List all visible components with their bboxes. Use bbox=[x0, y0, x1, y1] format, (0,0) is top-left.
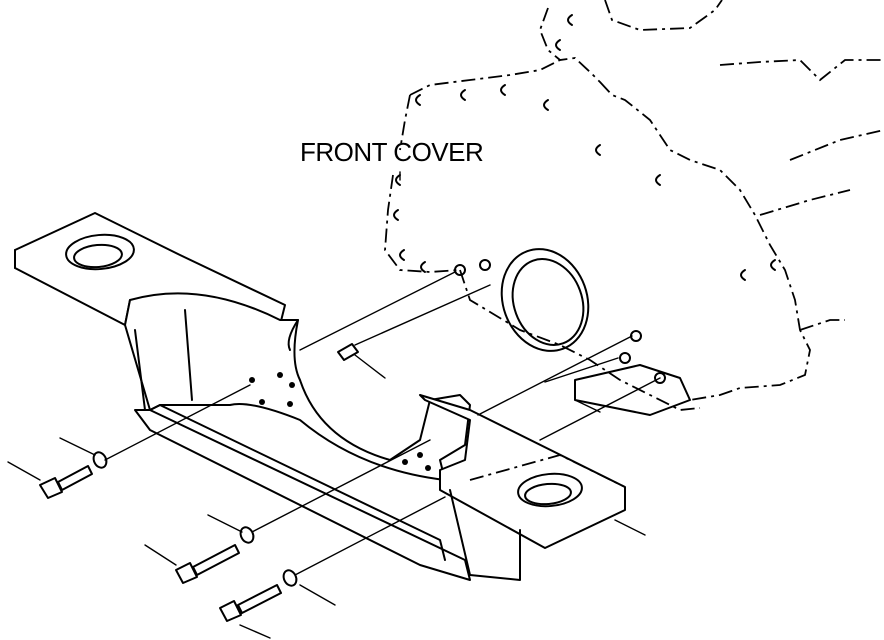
alignment-lines bbox=[299, 271, 661, 536]
dowel-pin bbox=[337, 343, 386, 379]
bolt-axis-line bbox=[104, 384, 251, 461]
bolt-axis-line bbox=[294, 496, 446, 576]
front-support-bracket bbox=[14, 212, 626, 581]
washer-upper-left bbox=[59, 437, 108, 469]
washer-lower bbox=[282, 569, 336, 606]
bolt-upper-left bbox=[7, 461, 93, 499]
front-cover-label: FRONT COVER bbox=[300, 137, 484, 167]
engine-front-cover bbox=[384, 0, 884, 416]
bolt-axis-line bbox=[251, 439, 431, 533]
washer-middle bbox=[207, 514, 255, 544]
bolt-lower bbox=[219, 584, 282, 639]
bolt-middle bbox=[144, 544, 240, 584]
